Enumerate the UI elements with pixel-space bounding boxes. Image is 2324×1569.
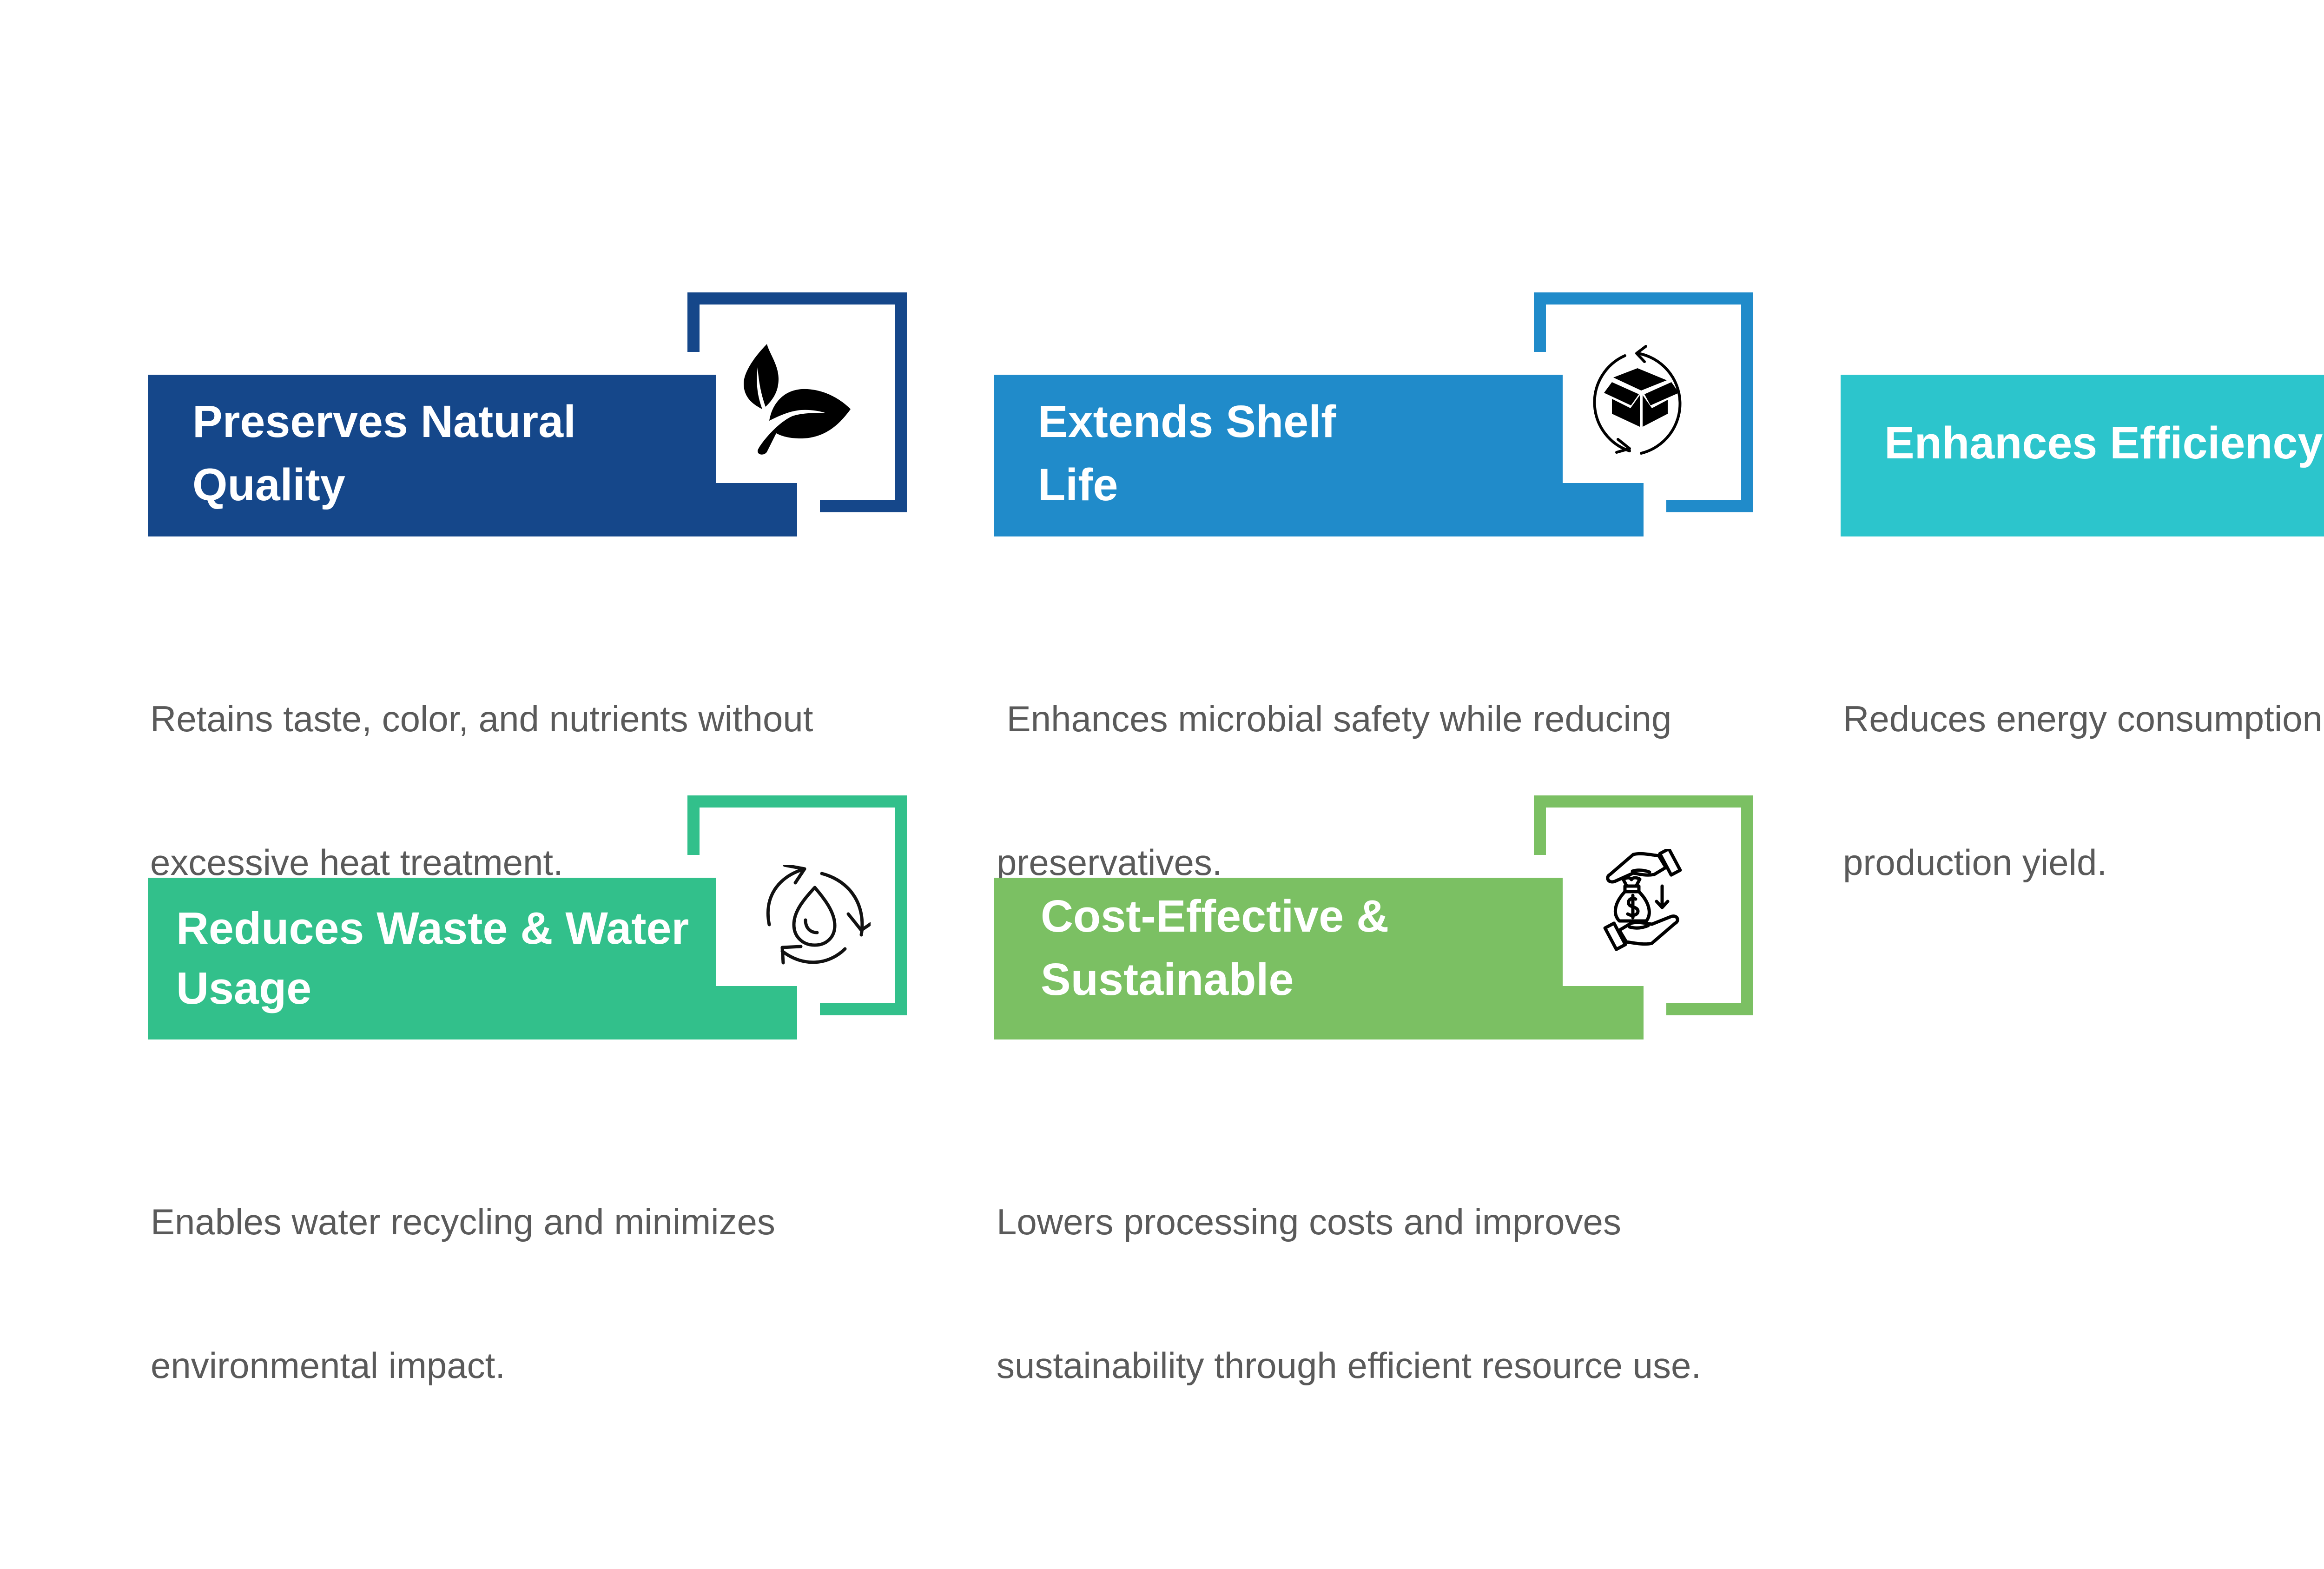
card-description: Enables water recycling and minimizes en…: [151, 1102, 775, 1485]
icon-frame-bottom: [820, 500, 907, 512]
card-description: Retains taste, color, and nutrients with…: [150, 599, 813, 982]
title-bar-extension: [1563, 483, 1644, 536]
card-title-line: Extends Shelf: [1038, 396, 1336, 447]
icon-frame-right: [1741, 292, 1753, 512]
title-bar: [148, 375, 716, 536]
title-bar: [148, 878, 716, 1039]
card-description-line: Retains taste, color, and nutrients with…: [150, 698, 813, 739]
money-bag-hands-icon: [1596, 849, 1689, 960]
card-title-line: Sustainable: [1041, 954, 1294, 1005]
card-title-line: Usage: [176, 963, 312, 1013]
card-description: Reduces energy consumption and improves …: [1843, 599, 2324, 982]
card-description-line: Lowers processing costs and improves: [997, 1201, 1621, 1242]
card-title-line: Enhances Efficiency: [1884, 417, 2323, 468]
card-description-line: Reduces energy consumption and improves: [1843, 698, 2323, 739]
card-description-line: Enhances microbial safety while reducing: [997, 698, 1672, 739]
water-recycle-icon: [759, 865, 871, 972]
card-description-line: environmental impact.: [151, 1345, 506, 1386]
card-description: Enhances microbial safety while reducing…: [997, 599, 1671, 982]
title-bar-extension: [1563, 986, 1644, 1039]
card-reduces-waste-water: Reduces Waste & Water Usage Enables wate…: [148, 795, 938, 1386]
title-bar-extension: [716, 986, 797, 1039]
card-description-line: production yield.: [1843, 842, 2107, 883]
icon-frame-bottom: [1666, 500, 1753, 512]
title-bar: [994, 878, 1563, 1039]
icon-frame-right: [895, 795, 907, 1015]
icon-frame-top: [1534, 795, 1753, 808]
icon-frame-top: [687, 292, 907, 305]
card-description-line: preservatives.: [997, 842, 1222, 883]
icon-frame-top: [687, 795, 907, 808]
card-preserves-natural-quality: Preserves Natural Quality Retains taste,…: [148, 292, 938, 883]
icon-frame-left: [687, 795, 700, 855]
icon-frame-top: [1534, 292, 1753, 305]
box-cycle-icon: [1588, 344, 1699, 456]
card-title: Extends Shelf Life: [1038, 390, 1336, 516]
icon-frame-bottom: [1666, 1003, 1753, 1015]
icon-frame-right: [1741, 795, 1753, 1015]
title-bar: [994, 375, 1563, 536]
card-description-line: Enables water recycling and minimizes: [151, 1201, 775, 1242]
title-bar: [1841, 375, 2324, 536]
icon-frame-right: [895, 292, 907, 512]
card-title-line: Reduces Waste & Water: [176, 903, 689, 953]
card-title: Reduces Waste & Water Usage: [176, 898, 689, 1018]
card-cost-effective-sustainable: Cost-Effective & Sustainable Lowers proc…: [994, 795, 1784, 1386]
card-extends-shelf-life: Extends Shelf Life Enhances microbial sa…: [994, 292, 1784, 883]
card-title: Cost-Effective & Sustainable: [1041, 885, 1389, 1011]
icon-frame-left: [687, 292, 700, 352]
card-description-line: sustainability through efficient resourc…: [997, 1345, 1702, 1386]
card-title: Preserves Natural Quality: [192, 390, 576, 516]
card-title-line: Preserves Natural: [192, 396, 576, 447]
card-title-line: Quality: [192, 459, 345, 510]
title-bar-extension: [716, 483, 797, 536]
icon-frame-bottom: [820, 1003, 907, 1015]
card-description-line: excessive heat treatment.: [150, 842, 563, 883]
icon-frame-left: [1534, 292, 1546, 352]
leaves-icon: [741, 344, 853, 456]
card-title-line: Life: [1038, 459, 1118, 510]
card-enhances-efficiency: Enhances Efficiency Reduces energy consu…: [1841, 292, 2324, 883]
card-description: Lowers processing costs and improves sus…: [997, 1102, 1701, 1485]
card-title: Enhances Efficiency: [1884, 411, 2323, 475]
icon-frame-left: [1534, 795, 1546, 855]
card-title-line: Cost-Effective &: [1041, 891, 1389, 941]
